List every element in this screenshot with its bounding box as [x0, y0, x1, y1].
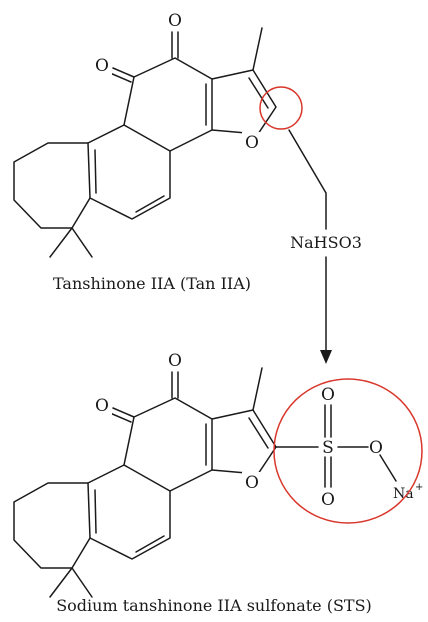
sts-structure: O O O S O O O Na +: [13, 350, 423, 598]
furan-double: [248, 77, 269, 109]
atom-o-sulfonyl-top: O: [321, 385, 335, 405]
tanshinone-iia-structure: O O O: [13, 10, 303, 258]
furan-ring: [211, 69, 277, 135]
reactive-site-highlight: [259, 86, 303, 130]
sulfonate-highlight: [273, 378, 423, 524]
atom-sodium: Na: [393, 486, 414, 502]
cyclohexane-ring: [13, 142, 89, 229]
atom-o-sulfonyl-bottom: O: [321, 490, 335, 510]
quinone-ring: [123, 57, 213, 152]
sodium-charge: +: [415, 482, 423, 493]
aromatic-double-2: [135, 535, 165, 553]
ketone-left-bond-b: [109, 72, 132, 83]
aromatic-double-1: [94, 489, 97, 534]
furan-methyl: [252, 367, 263, 411]
atom-o-ketone-left: O: [95, 396, 109, 416]
atom-o-furan: O: [245, 473, 259, 493]
aromatic-double-2: [135, 195, 165, 213]
aromatic-ring: [87, 464, 171, 560]
atom-o-ketone-top: O: [168, 351, 182, 371]
methyl-bond-2: [71, 227, 93, 258]
atom-o-ketone-top: O: [168, 11, 182, 31]
ketone-left-bond-a: [112, 407, 135, 418]
aromatic-ring-junction: [71, 197, 91, 229]
furan-methyl: [252, 27, 263, 71]
aromatic-ring: [87, 124, 171, 220]
methyl-bond-1: [49, 567, 73, 598]
furan-ring: [211, 409, 277, 475]
arrow-head: [320, 350, 332, 364]
cyclohexane-ring: [13, 482, 89, 569]
atom-o-ketone-left: O: [95, 56, 109, 76]
sts-caption: Sodium tanshinone IIA sulfonate (STS): [56, 596, 372, 615]
methyl-bond-2: [71, 567, 93, 598]
tanshinone-caption: Tanshinone IIA (Tan IIA): [53, 274, 251, 293]
aromatic-double-1: [94, 149, 97, 194]
ketone-left-bond-b: [109, 412, 132, 423]
atom-o-sulfonate: O: [369, 438, 383, 458]
arrow-path-upper: [288, 129, 327, 230]
atom-o-furan: O: [245, 133, 259, 153]
methyl-bond-1: [49, 227, 73, 258]
furan-double: [248, 417, 269, 449]
quinone-ring: [123, 397, 213, 492]
aromatic-ring-junction: [71, 537, 91, 569]
ketone-left-bond-a: [112, 67, 135, 78]
atom-sulfur: S: [322, 438, 334, 458]
reagent-label: NaHSO3: [290, 233, 362, 252]
o-na-bond: [379, 454, 397, 482]
reaction-arrow: [288, 129, 332, 364]
